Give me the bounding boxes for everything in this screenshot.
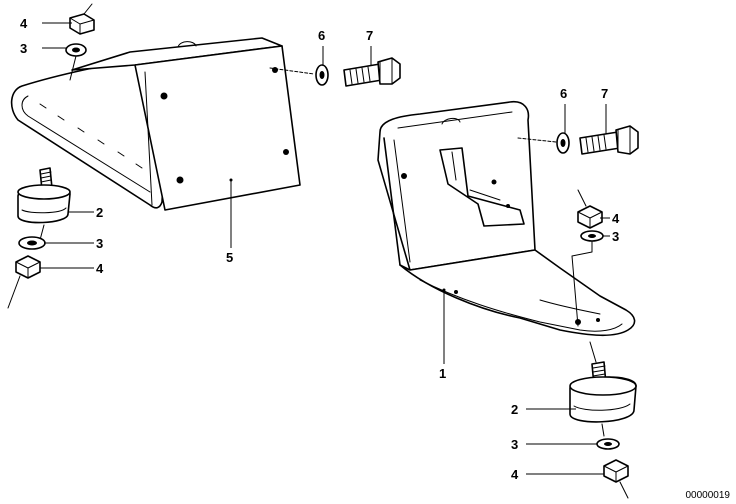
callout-top-bolt-left: 7 — [366, 28, 373, 43]
left-rubber-mount — [17, 167, 71, 241]
callout-left-mount: 2 — [96, 205, 103, 220]
callout-left-nut-top: 4 — [20, 16, 28, 31]
callout-labels: 4 3 2 3 4 5 6 7 6 7 4 3 1 2 3 4 — [20, 16, 620, 482]
right-rubber-mount — [569, 341, 637, 437]
right-bracket — [377, 100, 636, 364]
callout-right-bracket: 1 — [439, 366, 446, 381]
left-bottom-nut — [7, 255, 41, 309]
callout-top-spring-washer-left: 6 — [318, 28, 325, 43]
right-lower-washer — [596, 438, 620, 450]
callout-top-bolt-right: 7 — [601, 86, 608, 101]
left-bracket — [10, 37, 301, 248]
callout-left-bracket: 5 — [226, 250, 233, 265]
left-top-washer — [65, 43, 87, 57]
right-bolt — [579, 125, 639, 155]
callout-left-washer-top: 3 — [20, 41, 27, 56]
left-spring-washer — [315, 64, 329, 86]
drawing-number: 00000019 — [686, 490, 731, 501]
left-bottom-washer — [18, 236, 46, 250]
callout-right-washer-lower: 3 — [511, 437, 518, 452]
callout-right-nut-upper: 4 — [612, 211, 620, 226]
callout-right-washer-upper: 3 — [612, 229, 619, 244]
right-lower-nut — [603, 459, 629, 499]
left-bolt — [343, 57, 401, 87]
callout-right-mount: 2 — [511, 402, 518, 417]
callout-left-nut-bottom: 4 — [96, 261, 104, 276]
callout-left-washer-bottom: 3 — [96, 236, 103, 251]
left-top-nut — [69, 3, 95, 35]
right-upper-nut — [577, 189, 603, 229]
callout-right-nut-lower: 4 — [511, 467, 519, 482]
right-spring-washer — [556, 132, 570, 154]
callout-top-spring-washer-right: 6 — [560, 86, 567, 101]
right-upper-washer — [580, 230, 604, 242]
